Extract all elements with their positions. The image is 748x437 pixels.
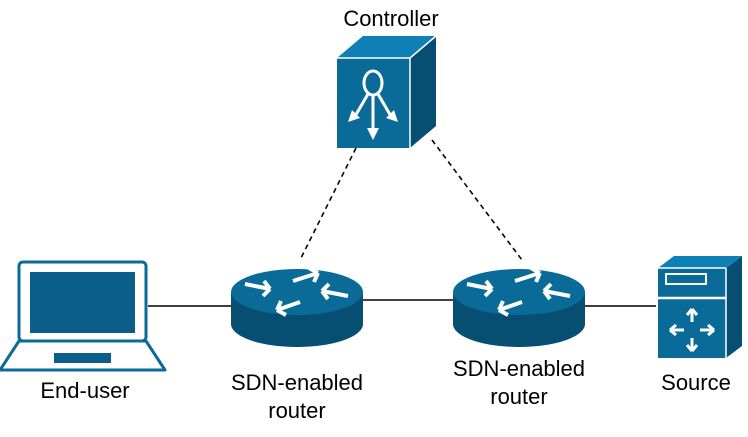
- router-right-label-line2: router: [490, 384, 548, 409]
- connections: [148, 139, 656, 307]
- router-icon-right: [453, 266, 585, 347]
- router-right-label-line1: SDN-enabled: [452, 356, 586, 381]
- link-controller-router-right: [431, 139, 523, 261]
- controller-label: Controller: [343, 6, 439, 31]
- router-left-label-line1: SDN-enabled: [230, 370, 364, 395]
- router-icon-left: [231, 266, 363, 347]
- laptop-icon: [0, 260, 167, 372]
- link-controller-router-left: [299, 147, 357, 261]
- server-icon: [658, 256, 742, 358]
- controller-icon: [337, 35, 437, 148]
- source-label: Source: [661, 370, 731, 395]
- end-user-label: End-user: [40, 378, 130, 403]
- router-left-label-line2: router: [268, 398, 326, 423]
